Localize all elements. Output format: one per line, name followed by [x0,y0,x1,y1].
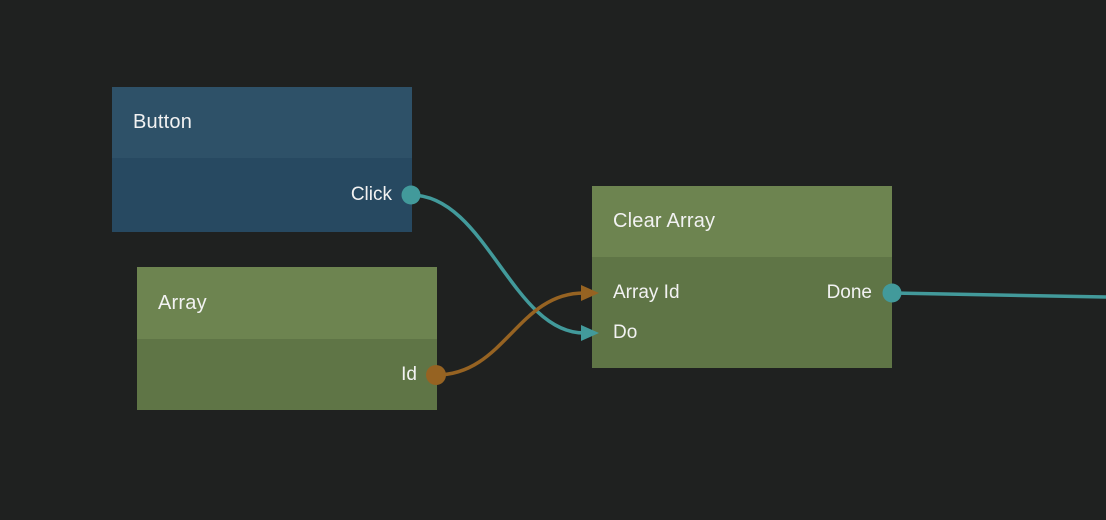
output-label-id: Id [401,363,417,385]
node-button[interactable]: Button Click [112,87,412,232]
input-label-do: Do [613,322,638,343]
input-label-array-id: Array Id [613,282,680,303]
input-arrow-icon-array-id [581,285,599,301]
port-circle-button-click[interactable] [401,185,421,205]
output-label-click: Click [350,184,392,205]
wire-click-to-do[interactable] [410,193,585,335]
node-clear-array-body: Array Id Done Do [592,257,892,368]
node-title: Clear Array [613,210,716,232]
node-title: Button [133,111,193,133]
node-clear-array-header[interactable]: Clear Array [592,186,892,257]
input-arrow-icon-do [581,325,599,341]
port-circle-clear-array-done[interactable] [882,283,902,303]
output-row: Click [112,184,412,206]
node-button-header[interactable]: Button [112,87,412,158]
node-array-header[interactable]: Array [137,267,437,339]
node-array-body: Id [137,339,437,410]
node-array[interactable]: Array Id [137,267,437,410]
wire-id-to-array-id[interactable] [435,291,585,377]
wire-done-offscreen[interactable] [891,291,1106,299]
io-row: Do [592,313,892,353]
io-row: Array Id Done [592,273,892,313]
output-label-done: Done [826,282,872,303]
node-clear-array[interactable]: Clear Array Array Id Done Do [592,186,892,368]
output-row: Id [137,364,437,386]
node-button-body: Click [112,158,412,232]
node-title: Array [158,291,207,314]
port-circle-array-id[interactable] [426,365,446,385]
